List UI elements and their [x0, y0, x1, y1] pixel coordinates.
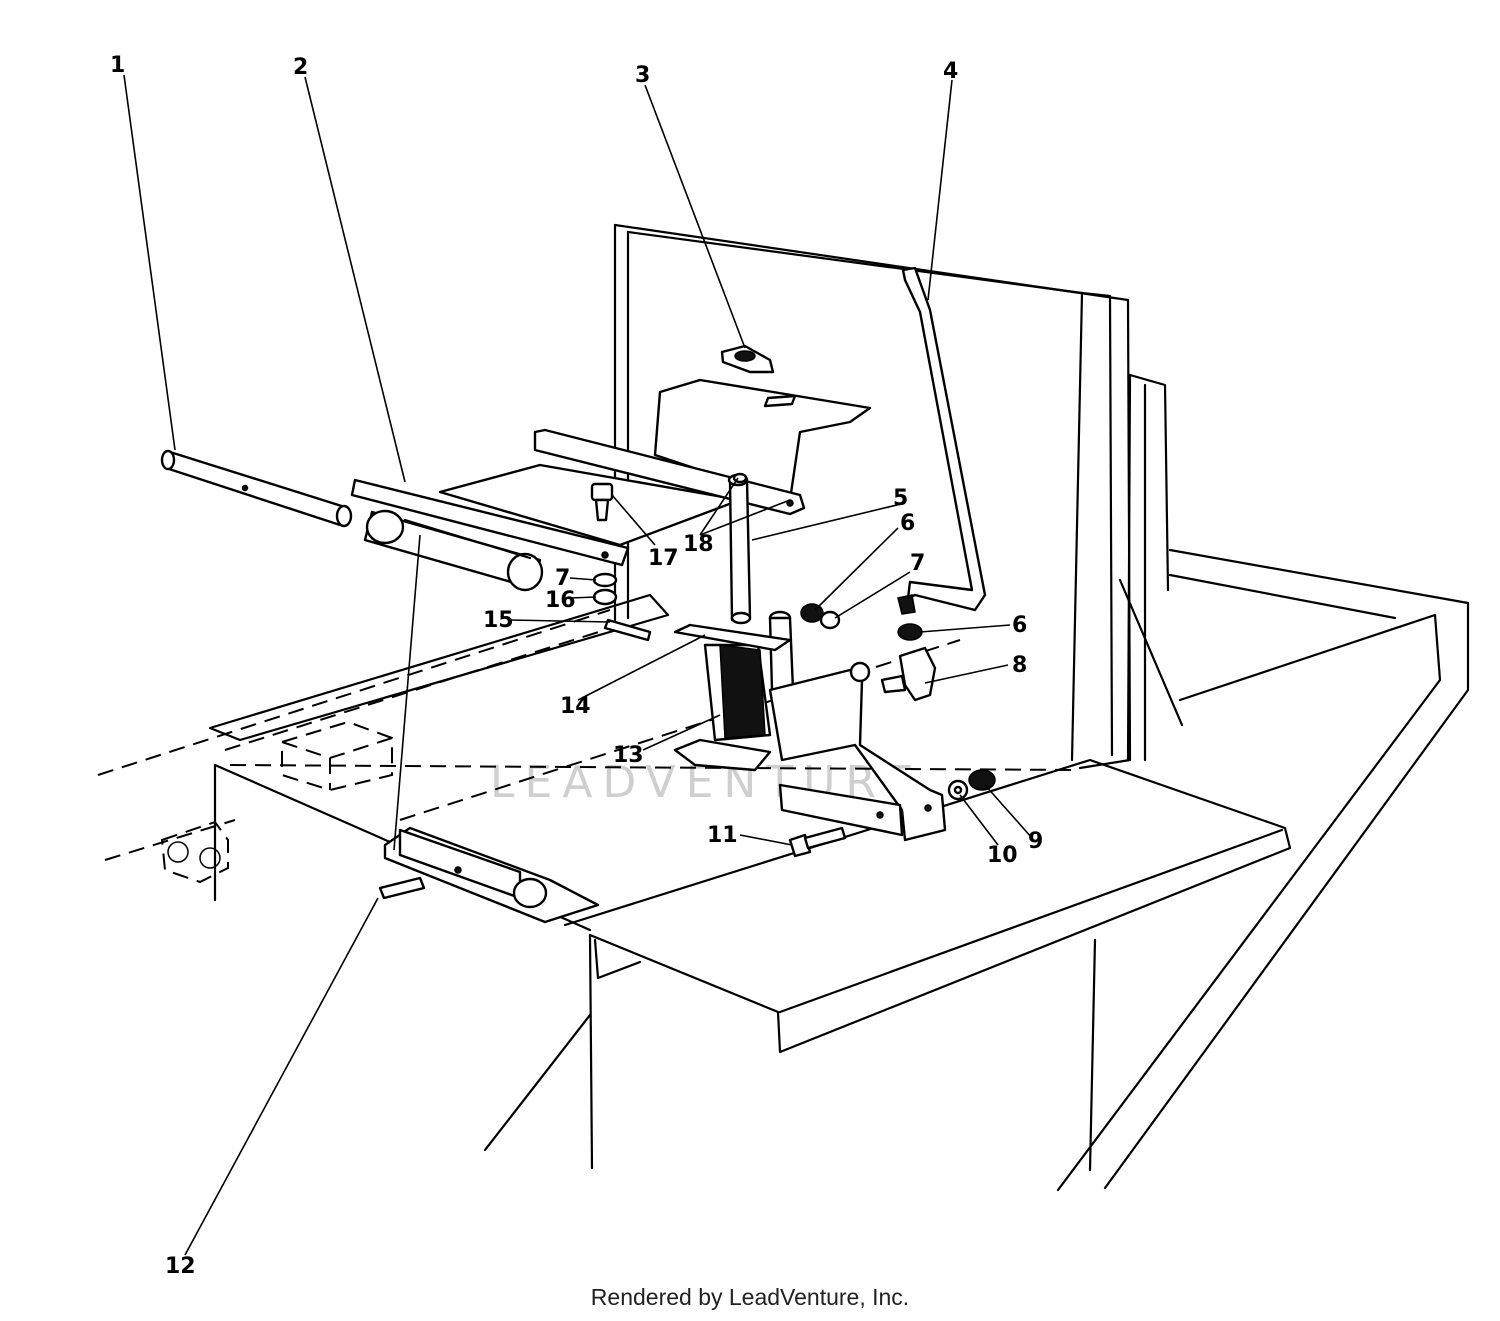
callout-12: 12 [165, 1254, 196, 1279]
part-13-spring [673, 623, 792, 772]
part-14-bracket [603, 618, 947, 842]
part-2-lift-arm [350, 478, 630, 592]
hardware [378, 472, 996, 924]
leader-lines [123, 74, 1033, 1256]
callout-2: 2 [293, 55, 308, 80]
callout-6a: 6 [900, 511, 915, 536]
callouts: 1 2 3 4 5 6 7 6 7 8 9 10 11 12 13 14 15 … [110, 53, 1043, 1279]
callout-1: 1 [110, 53, 125, 78]
part-1-rod [160, 449, 353, 528]
callout-9: 9 [1028, 829, 1043, 854]
callout-16: 16 [545, 588, 576, 613]
callout-17: 17 [648, 546, 679, 571]
callout-18: 18 [683, 532, 714, 557]
callout-3: 3 [635, 63, 650, 88]
callout-4: 4 [943, 59, 958, 84]
footer-credit: Rendered by LeadVenture, Inc. [590, 1284, 910, 1310]
callout-7b: 7 [555, 566, 570, 591]
callout-5: 5 [893, 486, 908, 511]
callout-7a: 7 [910, 551, 925, 576]
callout-6b: 6 [1012, 613, 1027, 638]
chassis [97, 223, 1470, 1192]
callout-15: 15 [483, 608, 514, 633]
part-3-clip [720, 344, 775, 374]
callout-10: 10 [987, 843, 1018, 868]
callout-11: 11 [707, 823, 738, 848]
callout-8: 8 [1012, 653, 1027, 678]
callout-13: 13 [613, 743, 644, 768]
callout-14: 14 [560, 694, 591, 719]
